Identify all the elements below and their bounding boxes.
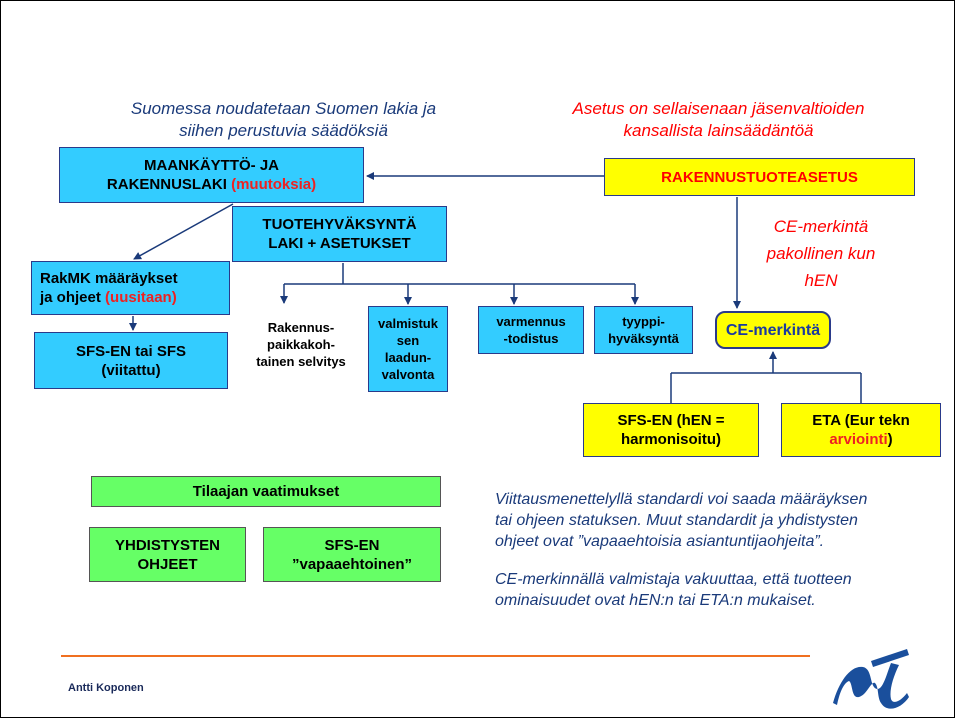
sfs-standard-box: SFS-EN tai SFS (viitattu) xyxy=(34,332,228,389)
ce-note-line1: CE-merkintä xyxy=(773,217,869,236)
organization-logo-icon xyxy=(829,643,911,715)
eta-assessment: arviointi xyxy=(829,431,888,448)
footer-author: Antti Koponen xyxy=(68,682,144,694)
qc-line2: sen xyxy=(396,333,420,348)
rakmk-renewing: (uusitaan) xyxy=(105,289,177,306)
regulation-note: Asetus on sellaisenaan jäsenvaltioiden k… xyxy=(546,98,891,142)
regulation-note-line2: kansallista lainsäädäntöä xyxy=(623,121,814,140)
association-line2: OHJEET xyxy=(137,555,198,573)
qc-line1: valmistuk xyxy=(378,316,438,331)
voluntary-line2: ”vapaaehtoinen” xyxy=(291,555,413,573)
type-approval-box: tyyppi- hyväksyntä xyxy=(594,306,693,354)
land-use-building-act-box: MAANKÄYTTÖ- JA RAKENNUSLAKI (muutoksia) xyxy=(59,147,364,203)
eta-line2: arviointi) xyxy=(829,430,892,449)
land-use-act-line1: MAANKÄYTTÖ- JA xyxy=(144,157,279,174)
reference-note-line2: tai ohjeen statuksen. Muut standardit ja… xyxy=(495,512,858,529)
voluntary-line1: SFS-EN xyxy=(324,536,380,554)
client-requirements-label: Tilaajan vaatimukset xyxy=(192,483,340,500)
rakmk-guidelines: ja ohjeet xyxy=(40,289,101,306)
ce-marking-label: CE-merkintä xyxy=(725,321,821,339)
cpr-label: RAKENNUSTUOTEASETUS xyxy=(661,168,858,186)
verification-line2: -todistus xyxy=(503,331,559,346)
rakmk-line1: RakMK määräykset xyxy=(40,270,178,287)
eta-line1: ETA (Eur tekn xyxy=(812,412,910,429)
ce-note-line2: pakollinen kun xyxy=(766,244,876,263)
eta-close-paren: ) xyxy=(887,431,893,448)
type-approval-line2: hyväksyntä xyxy=(608,331,679,346)
hen-line1: SFS-EN (hEN = xyxy=(617,412,725,429)
arrow-act-to-rakmk xyxy=(133,203,234,260)
voluntary-standard-box: SFS-EN ”vapaaehtoinen” xyxy=(263,527,441,582)
ce-declaration-line2: ominaisuudet ovat hEN:n tai ETA:n mukais… xyxy=(495,592,816,609)
ce-mandatory-note: CE-merkintä pakollinen kun hEN xyxy=(746,213,896,294)
reference-note-line3: ohjeet ovat ”vapaaehtoisia asiantuntijao… xyxy=(495,533,825,550)
hen-line2: harmonisoitu) xyxy=(621,431,721,448)
verification-line1: varmennus xyxy=(496,314,566,329)
production-quality-control-box: valmistuk sen laadun- valvonta xyxy=(368,306,448,392)
construction-products-regulation-box: RAKENNUSTUOTEASETUS xyxy=(604,158,915,196)
reference-procedure-note: Viittausmenettelyllä standardi voi saada… xyxy=(495,489,935,552)
type-approval-line1: tyyppi- xyxy=(622,314,665,329)
sfs-line2: (viitattu) xyxy=(101,361,161,379)
product-approval-line1: TUOTEHYVÄKSYNTÄ xyxy=(262,216,417,233)
land-use-act-changes: (muutoksia) xyxy=(231,176,317,193)
rakmk-regulations-box: RakMK määräykset ja ohjeet (uusitaan) xyxy=(31,261,230,315)
ce-declaration-line1: CE-merkinnällä valmistaja vakuuttaa, ett… xyxy=(495,571,852,588)
harmonised-standard-box: SFS-EN (hEN = harmonisoitu) xyxy=(583,403,759,457)
finnish-law-note-line2: siihen perustuvia säädöksiä xyxy=(179,121,388,140)
product-approval-line2: LAKI + ASETUKSET xyxy=(268,235,411,252)
site-specific-study-text: Rakennus- paikkakoh- tainen selvitys xyxy=(241,319,361,370)
site-study-line3: tainen selvitys xyxy=(256,354,346,369)
footer-divider xyxy=(61,655,810,657)
product-approval-act-box: TUOTEHYVÄKSYNTÄ LAKI + ASETUKSET xyxy=(232,206,447,262)
finnish-law-note-line1: Suomessa noudatetaan Suomen lakia ja xyxy=(130,99,437,118)
client-requirements-box: Tilaajan vaatimukset xyxy=(91,476,441,507)
sfs-line1: SFS-EN tai SFS xyxy=(75,342,187,360)
rakmk-line2: ja ohjeet (uusitaan) xyxy=(40,288,177,307)
site-study-line1: Rakennus- xyxy=(267,320,335,335)
association-line1: YHDISTYSTEN xyxy=(114,536,220,554)
ce-marking-box: CE-merkintä xyxy=(715,311,831,349)
reference-note-line1: Viittausmenettelyllä standardi voi saada… xyxy=(495,491,868,508)
qc-line3: laadun- xyxy=(384,350,432,365)
regulation-note-line1: Asetus on sellaisenaan jäsenvaltioiden xyxy=(572,99,865,118)
finnish-law-note: Suomessa noudatetaan Suomen lakia ja sii… xyxy=(96,98,471,142)
qc-line4: valvonta xyxy=(381,367,435,382)
european-technical-assessment-box: ETA (Eur tekn arviointi) xyxy=(781,403,941,457)
ce-note-line3: hEN xyxy=(804,271,838,290)
ce-declaration-note: CE-merkinnällä valmistaja vakuuttaa, ett… xyxy=(495,569,935,611)
land-use-act-line2: RAKENNUSLAKI (muutoksia) xyxy=(107,175,316,194)
land-use-act-title: RAKENNUSLAKI xyxy=(106,176,227,193)
association-guidelines-box: YHDISTYSTEN OHJEET xyxy=(89,527,246,582)
site-study-line2: paikkakoh- xyxy=(267,337,335,352)
verification-certificate-box: varmennus -todistus xyxy=(478,306,584,354)
